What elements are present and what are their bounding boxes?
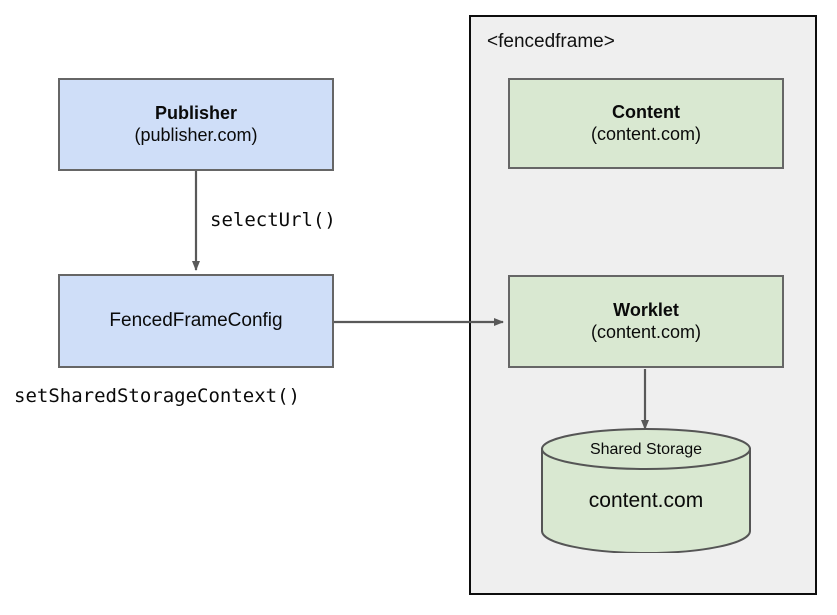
node-fencedframeconfig-title: FencedFrameConfig — [109, 310, 283, 332]
node-worklet-subtitle: (content.com) — [590, 321, 702, 342]
node-shared-storage[interactable]: Shared Storage content.com — [540, 427, 752, 554]
node-publisher[interactable]: Publisher (publisher.com) — [58, 78, 334, 171]
node-content-subtitle: (content.com) — [590, 123, 702, 144]
annotation-set-shared-storage-context: setSharedStorageContext() — [14, 385, 300, 407]
node-content[interactable]: Content (content.com) — [508, 78, 784, 169]
node-publisher-title: Publisher — [154, 102, 238, 123]
edge-label-select-url: selectUrl() — [210, 209, 336, 231]
fencedframe-panel-label: <fencedframe> — [487, 31, 615, 52]
node-shared-storage-subtitle: content.com — [588, 489, 704, 512]
node-content-title: Content — [612, 101, 680, 122]
node-shared-storage-title: Shared Storage — [589, 441, 703, 458]
node-worklet[interactable]: Worklet (content.com) — [508, 275, 784, 368]
shared-storage-cylinder-shape — [541, 428, 751, 554]
node-fencedframeconfig[interactable]: FencedFrameConfig — [58, 274, 334, 368]
node-worklet-title: Worklet — [613, 299, 679, 320]
node-publisher-subtitle: (publisher.com) — [134, 124, 258, 145]
